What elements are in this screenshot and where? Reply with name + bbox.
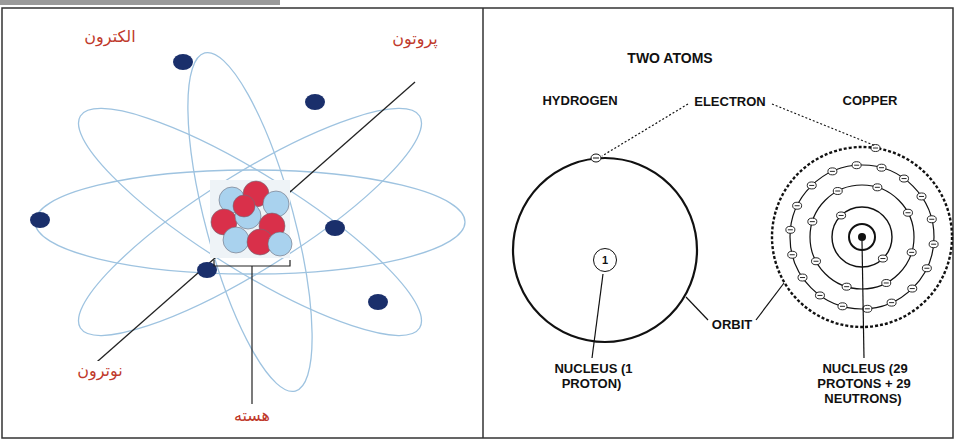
label: هسته [212,407,292,425]
copper-electron [922,265,931,272]
copper-electron [878,255,887,262]
copper-electron [929,241,938,248]
label-text: HYDROGEN [540,93,619,108]
label-text: پروتون [390,29,439,48]
copper-electron [793,202,802,209]
label-text: NUCLEUS (1 PROTON) [552,361,632,391]
copper-electron [798,274,807,281]
label-text: الکترون [82,27,137,46]
minus-sign [593,158,599,159]
copper-electron [900,175,909,182]
copper-electron [907,249,916,256]
copper-electron [863,305,872,312]
label-text: NUCLEUS (29 PROTONS + 29 NEUTRONS) [817,361,910,406]
copper-electron [807,182,816,189]
title-text: TWO ATOMS [625,50,714,66]
orbits [35,42,465,403]
copper-atom [772,145,952,327]
divider [482,8,484,438]
copper-electron [903,209,912,216]
label: ELECTRON [680,95,780,110]
copper-electron [828,168,837,175]
label-text: نوترون [75,361,124,380]
copper-electron [908,285,917,292]
nucleus-cluster [211,181,292,256]
copper-electron [927,216,936,223]
label: NUCLEUS (1 PROTON) [545,362,640,392]
label: پروتون [365,30,465,48]
hydrogen-orbit [513,158,697,342]
copper-electron [808,218,817,225]
label: نوترون [50,362,150,380]
copper-electron [852,162,861,169]
copper-electron [882,279,891,286]
leader-line [756,283,784,320]
leader-line [592,274,603,358]
label-text: COPPER [841,93,900,108]
copper-electron [871,145,880,152]
copper-electron [917,193,926,200]
label-text: ELECTRON [692,94,768,109]
copper-electron [873,184,882,191]
label-text: ORBIT [710,317,754,332]
copper-electron [812,258,821,265]
electron-dots [30,54,388,310]
copper-electron [833,188,842,195]
top-bar [0,0,280,5]
copper-electron [838,303,847,310]
leader-line [602,104,688,156]
nucleus-circle: 1 [593,248,617,272]
label: الکترون [55,28,165,46]
copper-electron [877,164,886,171]
frame [2,8,953,438]
label: NUCLEUS (29 PROTONS + 29 NEUTRONS) [812,362,916,407]
copper-electron [887,299,896,306]
nucleus-bracket [214,260,290,404]
label-text: هسته [232,406,272,425]
leader-line [772,104,876,146]
copper-electron [837,212,846,219]
label: ORBIT [700,318,764,333]
hydrogen-electron [591,154,601,162]
label: COPPER [820,94,920,109]
copper-electron [842,283,851,290]
copper-electron [788,251,797,258]
copper-electron [815,292,824,299]
nucleus-number: 1 [602,254,608,266]
title: TWO ATOMS [585,50,755,66]
label: HYDROGEN [525,94,635,109]
copper-electron [786,226,795,233]
leader-line [686,297,708,320]
leader-line [862,241,864,358]
